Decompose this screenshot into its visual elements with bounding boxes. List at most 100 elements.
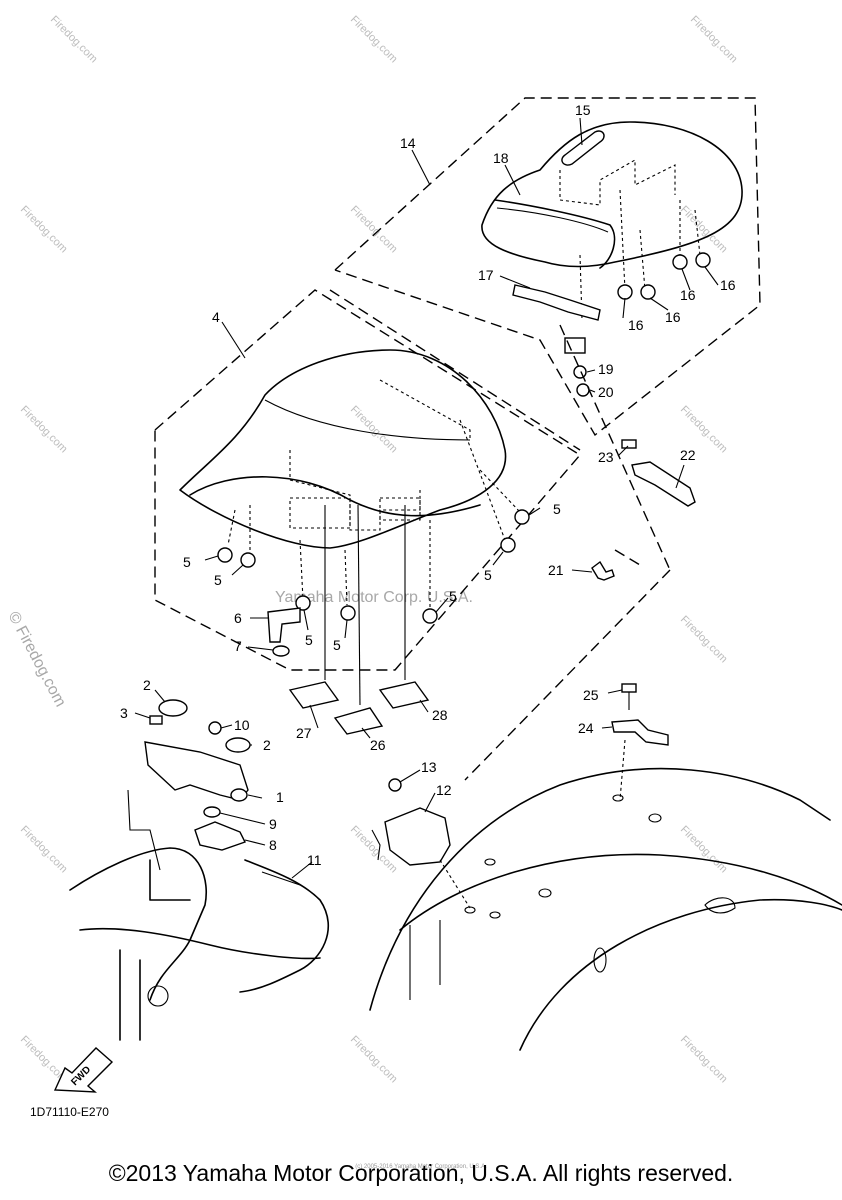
watermark-tile: Firedog.com — [348, 1034, 400, 1086]
dash-link — [559, 324, 671, 571]
watermark-tile: Firedog.com — [348, 404, 400, 456]
tape-26 — [333, 707, 384, 735]
callout-3: 3 — [120, 705, 128, 721]
watermark-tile: Firedog.com — [348, 204, 400, 256]
dash-link — [614, 549, 641, 566]
callout-5: 5 — [333, 637, 341, 653]
pad-outline — [289, 497, 351, 529]
callout-19: 19 — [598, 361, 614, 377]
dash-link — [464, 569, 671, 781]
damper-5 — [217, 547, 233, 563]
callout-22: 22 — [680, 447, 696, 463]
callout-5: 5 — [183, 554, 191, 570]
nut-10 — [208, 721, 222, 735]
callout-28: 28 — [432, 707, 448, 723]
front-seat-outline-inner — [329, 289, 581, 451]
callout-13: 13 — [421, 759, 437, 775]
watermark-tile: Firedog.com — [18, 204, 70, 256]
rear-seat-edge — [494, 199, 616, 269]
rear-seat-dashed-outline — [334, 97, 761, 437]
cable-end — [261, 871, 301, 886]
washer-20 — [576, 383, 590, 397]
fender-hole — [489, 911, 501, 919]
rear-fender — [369, 767, 842, 1051]
callout-21: 21 — [548, 562, 564, 578]
fender-inner — [399, 853, 842, 931]
front-seat-hidden-detail — [289, 450, 421, 531]
collar-7 — [272, 645, 290, 657]
callout-14: 14 — [400, 135, 416, 151]
callout-7: 7 — [234, 638, 242, 654]
fender-hole — [484, 858, 496, 866]
seat-lock — [384, 807, 451, 866]
lock-cable — [239, 859, 330, 993]
bracket-22 — [631, 461, 696, 507]
tape-28 — [378, 681, 430, 709]
bracket-24 — [611, 719, 669, 746]
callout-12: 12 — [436, 782, 452, 798]
callout-26: 26 — [370, 737, 386, 753]
fender-hole — [593, 947, 607, 973]
bolt-25 — [621, 683, 637, 693]
fender-emblem — [704, 897, 736, 914]
damper-5 — [340, 605, 356, 621]
lock-barrel — [230, 788, 248, 802]
damper-16 — [672, 254, 688, 270]
callout-numbers: 15 14 18 17 16 16 16 16 19 20 4 5 5 5 5 … — [120, 102, 736, 868]
fender-hole — [648, 813, 662, 823]
damper-path — [299, 539, 304, 601]
callout-16: 16 — [680, 287, 696, 303]
damper-path — [227, 509, 236, 546]
damper-5 — [514, 509, 530, 525]
damper-path — [694, 209, 701, 256]
fender-hole — [612, 794, 624, 802]
damper-16 — [617, 284, 633, 300]
front-seat-body — [179, 349, 507, 549]
bolt-23 — [621, 439, 637, 449]
frame-edge — [127, 789, 161, 871]
lock-plate — [194, 821, 246, 851]
strip-26-line — [357, 504, 361, 706]
bolt-21 — [591, 560, 615, 581]
front-seat-hidden-detail — [379, 379, 471, 440]
damper-16 — [695, 252, 711, 268]
callout-4: 4 — [212, 309, 220, 325]
bolt-path — [619, 739, 626, 801]
collar-19 — [573, 365, 587, 379]
callout-15: 15 — [575, 102, 591, 118]
damper-path — [639, 229, 646, 291]
callout-6: 6 — [234, 610, 242, 626]
watermark-tile: Firedog.com — [678, 1034, 730, 1086]
fender-hole — [538, 888, 552, 898]
callout-27: 27 — [296, 725, 312, 741]
damper-16 — [640, 284, 656, 300]
diagram-code: 1D71110-E270 — [30, 1105, 109, 1119]
watermark-tile: Firedog.com — [18, 404, 70, 456]
rear-seat-seam — [496, 207, 609, 233]
fender-tail — [519, 898, 842, 1051]
washer-9 — [203, 806, 221, 818]
callout-24: 24 — [578, 720, 594, 736]
rear-seat-hidden-detail — [559, 159, 676, 206]
seat-bracket — [267, 607, 301, 643]
frame-tube — [79, 927, 321, 960]
damper-path — [619, 189, 626, 291]
rear-bracket — [512, 284, 601, 321]
damper-5 — [240, 552, 256, 568]
callout-2: 2 — [143, 677, 151, 693]
callout-25: 25 — [583, 687, 599, 703]
callout-10: 10 — [234, 717, 250, 733]
callout-5: 5 — [214, 572, 222, 588]
callout-2: 2 — [263, 737, 271, 753]
callout-20: 20 — [598, 384, 614, 400]
leader-lines — [134, 117, 719, 879]
watermark-tile: Firedog.com — [348, 14, 400, 66]
front-seat-assembly — [154, 289, 582, 735]
frame-bracket — [149, 859, 191, 901]
seat-lock-assembly — [69, 699, 330, 1041]
frame-hole — [147, 985, 169, 1007]
grommet-2 — [158, 699, 188, 717]
seat-lock-hook — [371, 829, 381, 861]
front-seat-seam — [264, 399, 471, 441]
